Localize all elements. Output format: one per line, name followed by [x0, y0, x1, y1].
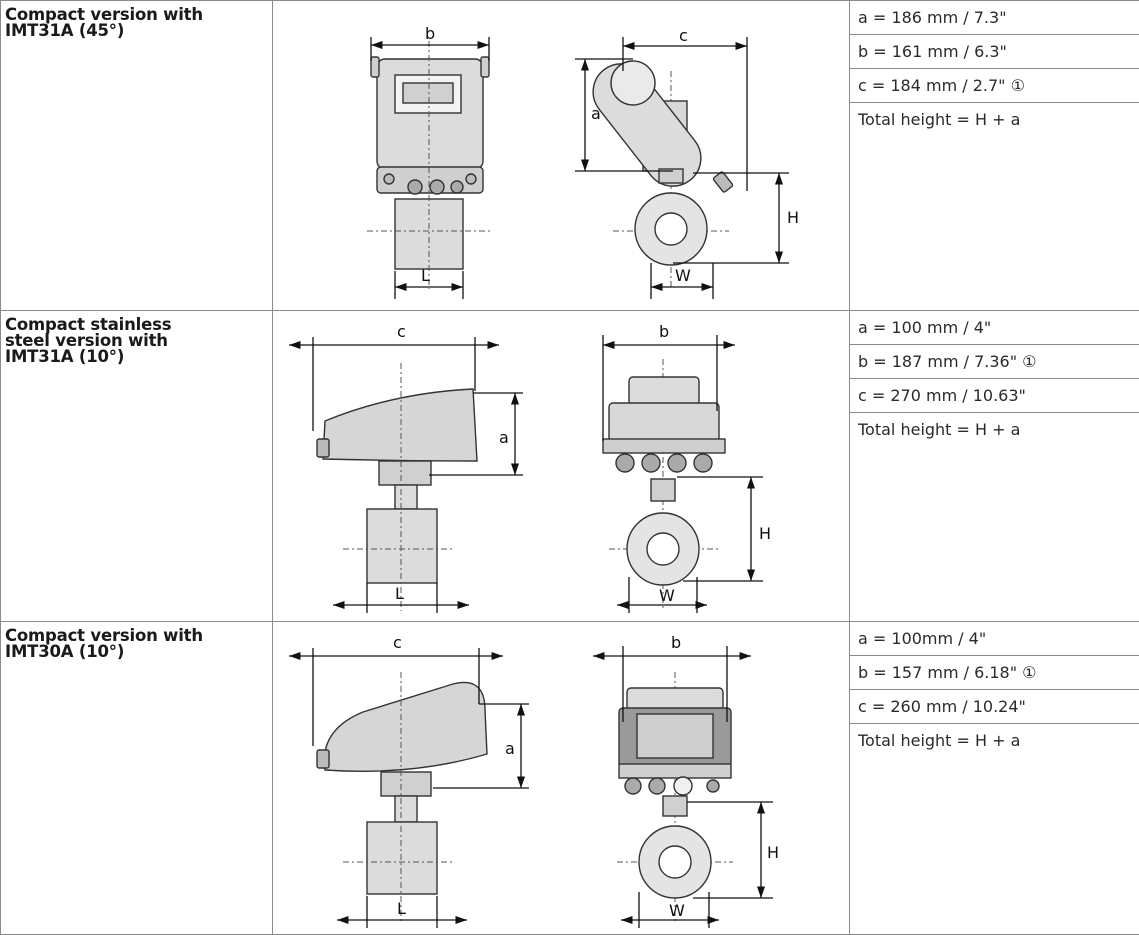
dim-label-H: H: [759, 524, 771, 543]
dim-label-a: a: [499, 428, 509, 447]
model-label: Compact stainless steel version with IMT…: [1, 311, 272, 365]
dimension-drawing: c b a H L W: [273, 311, 850, 617]
total-height-formula: Total height = H + a: [850, 413, 1139, 446]
dim-label-L: L: [421, 266, 430, 285]
drawing-cell: c b a H L W: [273, 311, 850, 622]
dimension-drawing: c b a H L W: [273, 622, 850, 930]
model-label-cell: Compact version with IMT30A (10°): [1, 622, 273, 935]
side-view-drawing: [582, 53, 733, 265]
dim-label-a: a: [591, 104, 601, 123]
drawing-cell: c b a H L W: [273, 622, 850, 935]
dim-label-b: b: [659, 322, 669, 341]
model-label: Compact version with IMT31A (45°): [1, 1, 272, 39]
side-view-drawing: [603, 377, 725, 585]
dim-label-H: H: [787, 208, 799, 227]
table-row: Compact version with IMT30A (10°): [1, 622, 1139, 935]
dim-label-c: c: [393, 633, 402, 652]
table-row: Compact stainless steel version with IMT…: [1, 311, 1139, 622]
model-label-cell: Compact stainless steel version with IMT…: [1, 311, 273, 622]
dim-label-W: W: [675, 266, 691, 285]
dim-label-L: L: [397, 899, 406, 918]
dimension-value-c: c = 184 mm / 2.7" ①: [850, 69, 1139, 103]
dimension-value-b: b = 161 mm / 6.3": [850, 35, 1139, 69]
dim-label-c: c: [679, 26, 688, 45]
dimension-value-c: c = 270 mm / 10.63": [850, 379, 1139, 413]
dimension-value-b: b = 157 mm / 6.18" ①: [850, 656, 1139, 690]
dimension-values-cell: a = 100 mm / 4" b = 187 mm / 7.36" ① c =…: [850, 311, 1139, 622]
front-view-drawing: [371, 57, 489, 269]
table-row: Compact version with IMT31A (45°): [1, 1, 1139, 311]
dim-label-W: W: [659, 586, 675, 605]
model-label: Compact version with IMT30A (10°): [1, 622, 272, 660]
dimension-values-cell: a = 100mm / 4" b = 157 mm / 6.18" ① c = …: [850, 622, 1139, 935]
dim-label-L: L: [395, 584, 404, 603]
dimension-values-cell: a = 186 mm / 7.3" b = 161 mm / 6.3" c = …: [850, 1, 1139, 311]
dimension-value-a: a = 100 mm / 4": [850, 311, 1139, 345]
dimension-value-b: b = 187 mm / 7.36" ①: [850, 345, 1139, 379]
dim-label-c: c: [397, 322, 406, 341]
dimension-value-a: a = 100mm / 4": [850, 622, 1139, 656]
dimension-drawing: b c a H L W: [273, 1, 850, 306]
dim-label-b: b: [425, 24, 435, 43]
dimension-value-c: c = 260 mm / 10.24": [850, 690, 1139, 724]
dim-label-a: a: [505, 739, 515, 758]
drawing-cell: b c a H L W: [273, 1, 850, 311]
total-height-formula: Total height = H + a: [850, 724, 1139, 757]
front-view-drawing: [317, 389, 477, 583]
dimension-value-a: a = 186 mm / 7.3": [850, 1, 1139, 35]
dim-label-b: b: [671, 633, 681, 652]
dim-label-W: W: [669, 901, 685, 920]
dim-label-H: H: [767, 843, 779, 862]
total-height-formula: Total height = H + a: [850, 103, 1139, 136]
model-label-cell: Compact version with IMT31A (45°): [1, 1, 273, 311]
